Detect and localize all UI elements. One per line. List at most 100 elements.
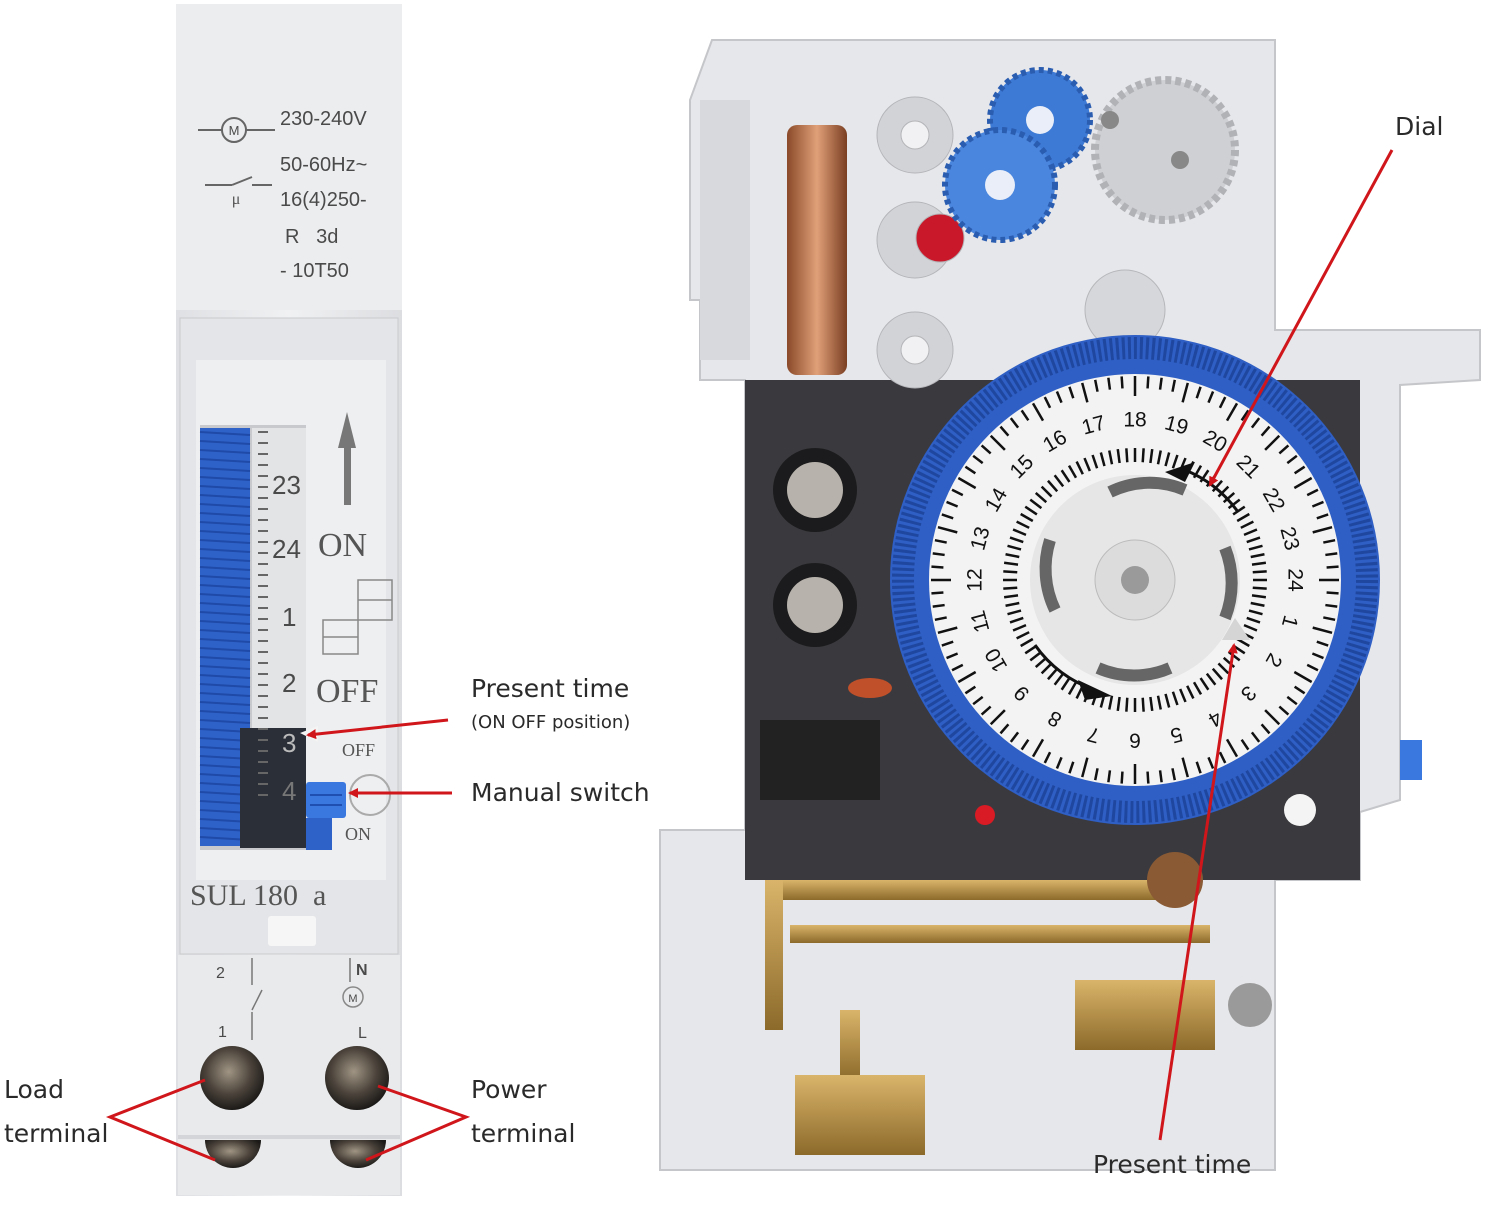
drum-segment[interactable]	[199, 440, 251, 445]
drum-segment[interactable]	[199, 656, 251, 661]
dial-tick	[1250, 731, 1261, 743]
dial-tick	[946, 652, 959, 660]
relay-symbol-icon	[322, 579, 393, 655]
dial-inner-tick	[1016, 631, 1030, 640]
drum-segment[interactable]	[199, 521, 251, 526]
dial-tick	[1031, 402, 1045, 422]
drum-segment[interactable]	[199, 611, 251, 616]
drum-segment[interactable]	[199, 449, 251, 454]
dial-tick	[1316, 513, 1329, 520]
dial-tick	[951, 488, 964, 497]
dial-tick	[999, 425, 1010, 437]
manual-switch[interactable]	[306, 782, 346, 850]
dial-tick	[1043, 396, 1052, 409]
dial-tick	[1120, 376, 1124, 389]
terminal-l-label: L	[358, 1025, 367, 1042]
drum-segment[interactable]	[199, 683, 251, 688]
side-switch[interactable]	[1400, 740, 1422, 780]
callout-manual-switch: Manual switch	[348, 778, 650, 807]
drum-segment[interactable]	[199, 602, 251, 607]
relay-coil	[787, 125, 847, 375]
drum-segment[interactable]	[199, 575, 251, 580]
dial-inner-tick	[1009, 536, 1024, 544]
dial-inner-tick	[1047, 479, 1059, 493]
dial-inner-tick	[1171, 454, 1179, 469]
drum-segment[interactable]	[199, 512, 251, 517]
dial-inner-tick	[1222, 656, 1236, 668]
dial-tick	[1293, 476, 1313, 490]
drum-segment[interactable]	[199, 530, 251, 535]
callout-power-terminal: Power terminal	[365, 1075, 575, 1162]
drum-segment[interactable]	[199, 566, 251, 571]
drum-segment[interactable]	[199, 503, 251, 508]
drum-segment[interactable]	[199, 467, 251, 472]
drum-segment[interactable]	[199, 692, 251, 697]
dial-number-18: 18	[1123, 409, 1146, 432]
dial-tick	[932, 603, 945, 608]
dial-tick	[1146, 376, 1150, 389]
dial-tick	[934, 538, 947, 544]
dial-tick	[1326, 591, 1339, 595]
dial-inner-tick	[1075, 461, 1084, 475]
drum-segment[interactable]	[199, 629, 251, 634]
drum-segment[interactable]	[199, 647, 251, 652]
rotation-arrowhead-bottom-icon	[1078, 680, 1112, 700]
drum-segment[interactable]	[199, 494, 251, 499]
drum-segment[interactable]	[199, 665, 251, 670]
dial-number-24: 24	[1284, 568, 1307, 592]
dial-teeth[interactable]	[892, 337, 1378, 823]
contact-symbol-label: μ	[232, 191, 241, 208]
power-terminal-screw-bottom[interactable]	[330, 1140, 386, 1168]
drum-segment[interactable]	[199, 476, 251, 481]
load-terminal-screw-bottom[interactable]	[205, 1140, 261, 1168]
dial-tick	[972, 695, 984, 706]
dial-inner-tick	[1164, 452, 1171, 467]
drum-segment[interactable]	[199, 620, 251, 625]
dial-inner-tick	[1243, 624, 1258, 632]
dial-tick	[931, 565, 944, 569]
dial-tick	[1293, 465, 1306, 475]
dial-tick	[989, 709, 1006, 726]
drum-segment[interactable]	[199, 584, 251, 589]
dial-tick	[1311, 652, 1324, 660]
dial-tick	[1240, 409, 1250, 422]
scale-number-4: 4	[282, 776, 296, 806]
dial-inner-tick	[1171, 691, 1179, 706]
dial-tick	[1260, 723, 1271, 735]
dial-tick	[1031, 738, 1045, 758]
drum-segment[interactable]	[199, 458, 251, 463]
drum-segment[interactable]	[199, 593, 251, 598]
drum-segment[interactable]	[199, 674, 251, 679]
dial-tick	[964, 685, 977, 695]
scale-number-3: 3	[282, 728, 296, 758]
callout-present-time-right: Present time	[1093, 643, 1251, 1179]
dial-inner-tick	[1141, 448, 1145, 463]
drum-segment[interactable]	[199, 431, 251, 436]
present-time-label: Present time	[471, 674, 629, 703]
cover-latch[interactable]	[268, 916, 316, 946]
dial-inner-tick	[1009, 616, 1024, 624]
drum-segment[interactable]	[199, 485, 251, 490]
gear-train	[942, 67, 1239, 351]
scale-ticks	[258, 431, 268, 796]
drum-segment[interactable]	[199, 548, 251, 553]
dial-tick	[1311, 500, 1324, 508]
drum-segment[interactable]	[199, 638, 251, 643]
drum-segment[interactable]	[199, 557, 251, 562]
load-terminal-screw-top[interactable]	[200, 1046, 264, 1110]
drum-segment[interactable]	[199, 539, 251, 544]
power-terminal-screw-top[interactable]	[325, 1046, 389, 1110]
dial-inner-tick	[1108, 695, 1114, 710]
dial-inner-tick	[1060, 677, 1071, 691]
dial-inner-tick	[1248, 544, 1263, 551]
drum-segment[interactable]	[199, 710, 251, 715]
drum-segment[interactable]	[199, 719, 251, 724]
dial-inner-tick	[1227, 498, 1241, 510]
dial-tick	[1312, 626, 1333, 635]
drum-segment[interactable]	[199, 701, 251, 706]
dial-tick	[931, 591, 944, 595]
capacitors	[773, 448, 857, 647]
dial-inner-tick	[1012, 624, 1027, 632]
dial-tick	[980, 444, 992, 455]
